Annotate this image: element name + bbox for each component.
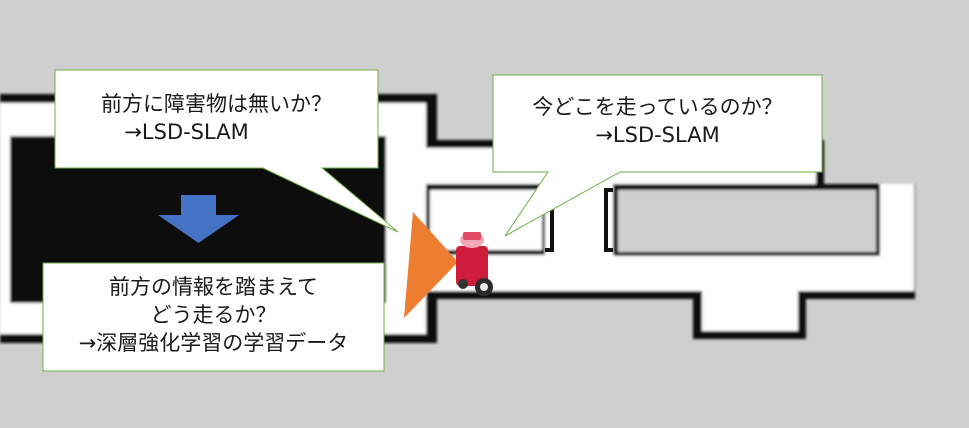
inner-room <box>614 186 880 256</box>
obstacle-speech-bubble <box>54 69 399 233</box>
localization-speech-bubble <box>492 74 823 237</box>
driving-decision-box <box>42 262 385 372</box>
view-cone-icon <box>404 212 458 318</box>
driving-box-text: 前方の情報を踏まえて どう走るか？ →深層強化学習の学習データ <box>43 273 384 357</box>
driving-line-3: →深層強化学習の学習データ <box>78 331 349 355</box>
localization-bubble-text: 今どこを走っているのか？ →LSD-SLAM <box>493 93 822 149</box>
obstacle-answer: →LSD-SLAM <box>124 120 249 144</box>
driving-line-1: 前方の情報を踏まえて <box>109 275 318 299</box>
down-arrow-icon <box>158 195 239 243</box>
robot-icon <box>456 232 493 296</box>
localization-answer: →LSD-SLAM <box>595 123 720 147</box>
localization-question: 今どこを走っているのか？ <box>532 95 783 119</box>
driving-line-2: どう走るか？ <box>150 303 277 327</box>
obstacle-question: 前方に障害物は無いか？ <box>101 92 332 116</box>
obstacle-bubble-text: 前方に障害物は無いか？ →LSD-SLAM <box>55 90 378 146</box>
